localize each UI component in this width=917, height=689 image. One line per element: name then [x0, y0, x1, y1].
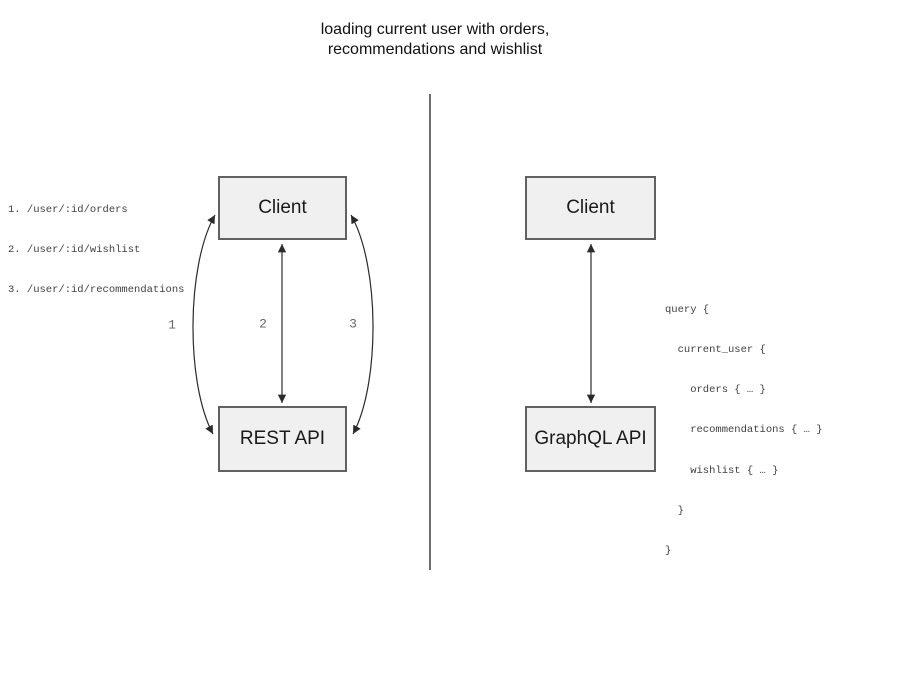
rest-endpoint-wishlist: 2. /user/:id/wishlist [8, 244, 141, 257]
rest-api-label: REST API [239, 428, 326, 449]
rest-endpoints-list: 1. /user/:id/orders 2. /user/:id/wishlis… [8, 177, 184, 324]
rest-client-label: Client [258, 197, 307, 218]
rest-endpoint-orders: 1. /user/:id/orders [8, 203, 128, 216]
graphql-query-snippet: query { current_user { orders { … } reco… [665, 277, 823, 585]
graphql-client-box: Client [525, 176, 656, 240]
query-line: orders { … } [665, 384, 766, 397]
rest-client-box: Client [218, 176, 347, 240]
graphql-api-label: GraphQL API [534, 428, 647, 449]
arrow-label-3: 3 [349, 316, 357, 332]
query-line: query { [665, 303, 710, 316]
query-line: } [665, 504, 684, 517]
arrow-label-1: 1 [168, 317, 176, 333]
arrow-label-2: 2 [259, 316, 267, 332]
query-line: current_user { [665, 344, 766, 357]
panel-divider-line [429, 94, 431, 570]
query-line: wishlist { … } [665, 464, 779, 477]
graphql-client-label: Client [566, 197, 615, 218]
query-line: } [665, 545, 672, 558]
diagram-title: loading current user with orders, recomm… [320, 21, 550, 58]
query-line: recommendations { … } [665, 424, 823, 437]
rest-endpoint-recommendations: 3. /user/:id/recommendations [8, 284, 185, 297]
graphql-api-box: GraphQL API [525, 406, 656, 472]
rest-api-box: REST API [218, 406, 347, 472]
rest-arrow-orders-curve [192, 214, 216, 435]
